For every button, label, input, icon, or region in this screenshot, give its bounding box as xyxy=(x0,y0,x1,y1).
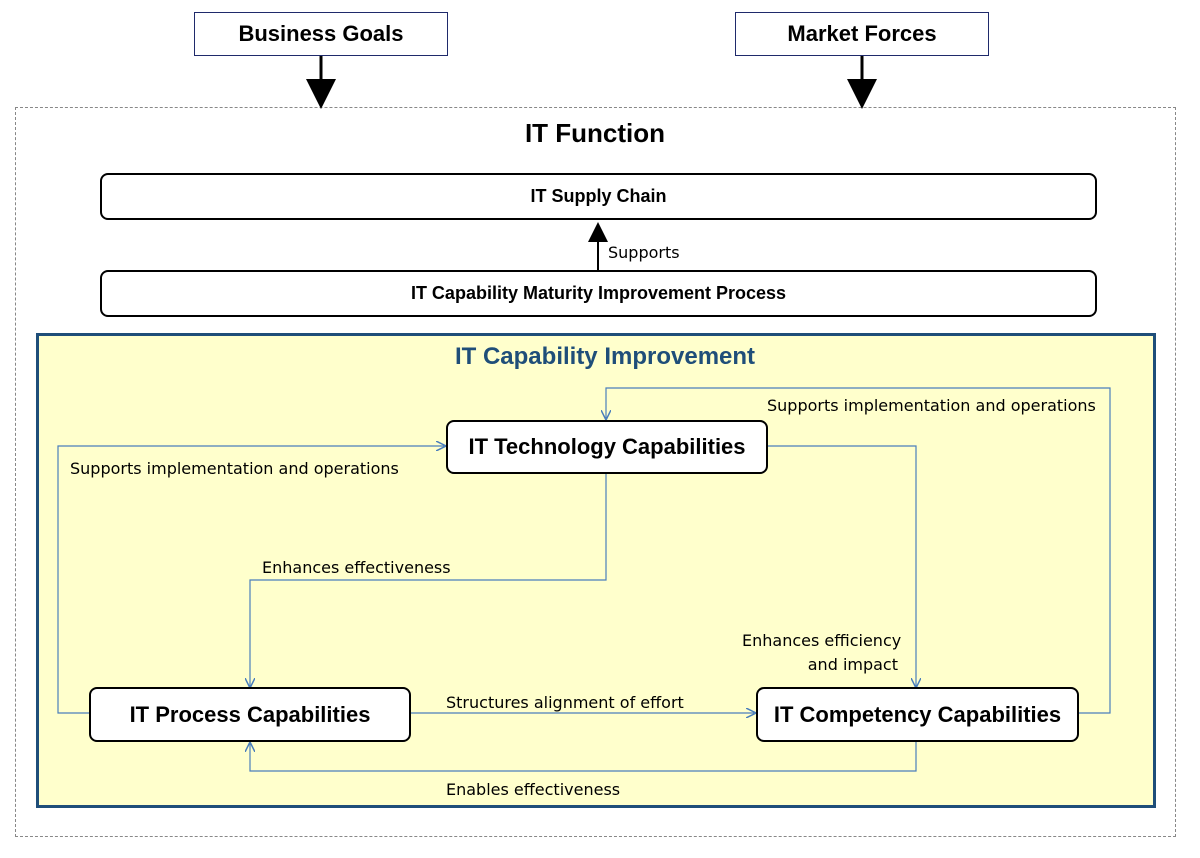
enhances-effectiveness-label: Enhances effectiveness xyxy=(262,558,451,577)
enables-effectiveness-label: Enables effectiveness xyxy=(446,780,621,799)
competency-capabilities-box: IT Competency Capabilities xyxy=(756,687,1079,742)
it-function-region xyxy=(15,107,1176,837)
competency-to-process-connector xyxy=(250,742,917,772)
process-capabilities-label: IT Process Capabilities xyxy=(129,701,371,727)
process-to-technology-connector xyxy=(57,446,444,714)
it-supply-chain-label: IT Supply Chain xyxy=(530,186,667,206)
business-goals-label: Business Goals xyxy=(238,21,404,46)
market-forces-box: Market Forces xyxy=(735,12,989,56)
supports-impl-right-label: Supports implementation and operations xyxy=(767,396,1096,415)
supports-label: Supports xyxy=(608,243,680,262)
maturity-process-box: IT Capability Maturity Improvement Proce… xyxy=(100,270,1097,317)
supports-impl-left-label: Supports implementation and operations xyxy=(70,459,399,478)
technology-to-competency-connector xyxy=(768,445,916,686)
technology-capabilities-label: IT Technology Capabilities xyxy=(468,434,746,459)
enhances-efficiency-label-2: and impact xyxy=(807,655,898,674)
competency-to-technology-connector xyxy=(606,387,1111,714)
it-supply-chain-box: IT Supply Chain xyxy=(100,173,1097,220)
maturity-process-label: IT Capability Maturity Improvement Proce… xyxy=(410,283,787,303)
technology-to-process-connector xyxy=(250,474,607,686)
process-capabilities-box: IT Process Capabilities xyxy=(89,687,411,742)
enhances-efficiency-label-1: Enhances efficiency xyxy=(742,631,902,650)
technology-capabilities-box: IT Technology Capabilities xyxy=(446,420,768,474)
market-forces-label: Market Forces xyxy=(787,21,937,46)
competency-capabilities-label: IT Competency Capabilities xyxy=(773,701,1062,727)
business-goals-box: Business Goals xyxy=(194,12,448,56)
capability-improvement-title: IT Capability Improvement xyxy=(454,343,756,370)
structures-alignment-label: Structures alignment of effort xyxy=(446,693,684,712)
it-function-title: IT Function xyxy=(524,118,666,148)
